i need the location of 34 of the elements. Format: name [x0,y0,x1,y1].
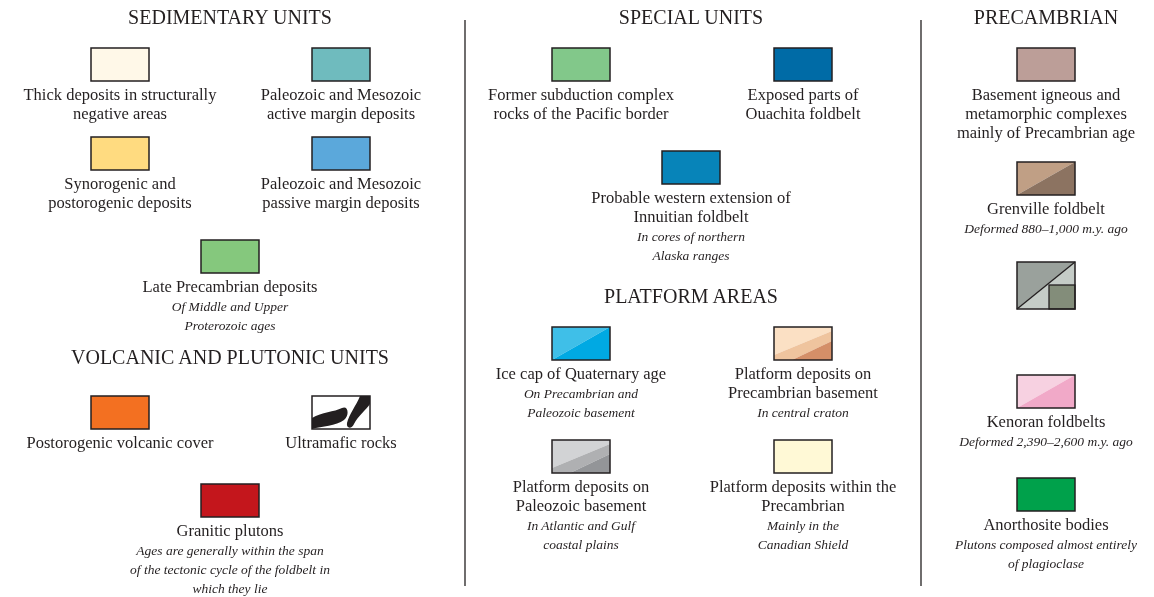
section-heading: SPECIAL UNITS [618,6,764,29]
legend-label: Anorthosite bodies [982,515,1110,534]
section-heading: PLATFORM AREAS [604,285,778,308]
section-heading: VOLCANIC AND PLUTONIC UNITS [71,346,389,369]
legend-note: In central craton [756,404,850,422]
legend-label: Ice cap of Quaternary age [494,364,668,383]
section-heading: PRECAMBRIAN [973,6,1119,29]
legend-note: In Atlantic and Gulf coastal plains [525,517,638,554]
legend-label: Granitic plutons [175,521,285,540]
legend-label: Exposed parts of Ouachita foldbelt [744,85,862,123]
legend-label: Grenville foldbelt [986,199,1106,218]
legend-label: Postorogenic volcanic cover [25,433,215,452]
legend-note: Deformed 880–1,000 m.y. ago [963,220,1129,238]
legend-label: Paleozoic and Mesozoic active margin deposits [259,85,423,123]
legend-note: Plutons composed almost entirely of plagioclase [953,536,1139,573]
section-heading: SEDIMENTARY UNITS [128,6,332,29]
legend-label: Former subduction complex rocks of the Pacific border [486,85,676,123]
legend-label: Paleozoic and Mesozoic passive margin deposits [259,174,423,212]
legend-label: Thick deposits in structurally negative areas [22,85,218,123]
legend-note: Deformed 2,390–2,600 m.y. ago [958,433,1134,451]
legend-note: Of Middle and Upper Proterozoic ages [170,298,290,335]
legend-label: Late Precambrian deposits [141,277,319,296]
legend-label: Kenoran foldbelts [985,412,1107,431]
legend-note: On Precambrian and Paleozoic basement [522,385,640,422]
legend-label: Platform deposits on Paleozoic basement [511,477,651,515]
legend-label: Ultramafic rocks [284,433,398,452]
legend-label: Synorogenic and postorogenic deposits [47,174,193,212]
legend-label: Probable western extension of Innuitian foldbelt [590,188,792,226]
legend-label: Platform deposits within the Precambrian [708,477,898,515]
legend-note: Ages are generally within the span of the tectonic cycle of the foldbelt in which they lie [130,542,330,597]
legend-label: Platform deposits on Precambrian basement [727,364,879,402]
legend-note: Mainly in the Canadian Shield [756,517,850,554]
legend-label: Basement igneous and metamorphic complexes mainly of Precambrian age [955,85,1137,142]
legend-note: In cores of northern Alaska ranges [636,228,746,265]
